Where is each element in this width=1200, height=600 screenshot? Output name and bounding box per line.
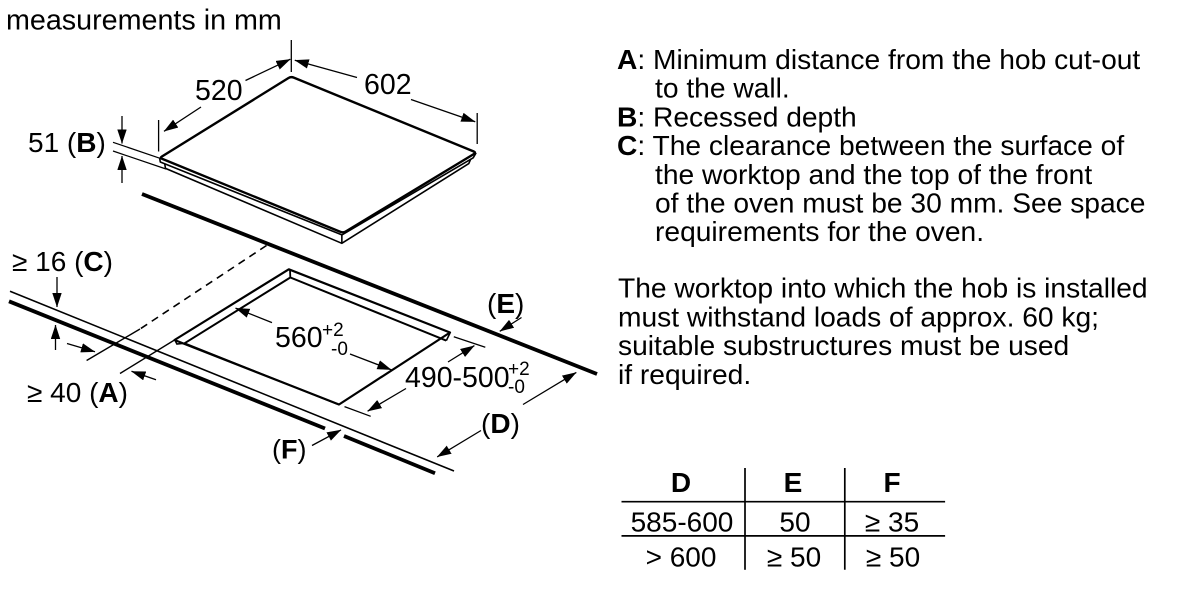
- svg-text:≥ 50: ≥ 50: [767, 542, 821, 573]
- svg-text:(F): (F): [272, 435, 307, 465]
- svg-text:the worktop and the top of the: the worktop and the top of the front: [655, 158, 1092, 190]
- svg-text:520: 520: [195, 75, 243, 107]
- svg-text:C: The clearance between the s: C: The clearance between the surface of: [617, 129, 1124, 161]
- svg-text:A: Minimum distance from the h: A: Minimum distance from the hob cut-out: [617, 43, 1140, 75]
- svg-text:D: D: [671, 467, 691, 498]
- svg-text:≥ 35: ≥ 35: [865, 507, 919, 538]
- svg-text:suitable substructures must be: suitable substructures must be used: [618, 329, 1069, 361]
- svg-text:490-500: 490-500: [405, 362, 510, 394]
- svg-text:> 600: > 600: [646, 542, 717, 573]
- svg-text:B: Recessed depth: B: Recessed depth: [617, 100, 857, 132]
- svg-text:≥ 50: ≥ 50: [866, 542, 920, 573]
- svg-text:if required.: if required.: [618, 358, 751, 390]
- svg-text:51 (B): 51 (B): [28, 127, 106, 158]
- svg-text:must withstand loads of approx: must withstand loads of approx. 60 kg;: [618, 300, 1099, 332]
- svg-text:The worktop into which the hob: The worktop into which the hob is instal…: [618, 272, 1148, 304]
- svg-text:(D): (D): [481, 408, 520, 439]
- svg-text:≥ 16 (C): ≥ 16 (C): [12, 246, 113, 277]
- svg-text:+2: +2: [322, 320, 344, 341]
- svg-text:50: 50: [779, 507, 810, 538]
- svg-text:of the oven must be 30 mm. See: of the oven must be 30 mm. See space: [655, 187, 1145, 219]
- svg-text:560: 560: [275, 322, 323, 354]
- svg-text:to the wall.: to the wall.: [655, 72, 790, 104]
- svg-text:(E): (E): [487, 288, 524, 319]
- svg-text:+2: +2: [508, 359, 530, 380]
- svg-text:585-600: 585-600: [631, 507, 734, 538]
- svg-text:F: F: [883, 467, 900, 498]
- svg-text:E: E: [784, 467, 803, 498]
- svg-text:-0: -0: [508, 377, 525, 398]
- svg-text:602: 602: [364, 69, 412, 101]
- svg-text:≥ 40 (A): ≥ 40 (A): [27, 377, 128, 408]
- svg-text:-0: -0: [331, 339, 348, 360]
- svg-text:measurements in mm: measurements in mm: [6, 5, 282, 37]
- svg-text:requirements for the oven.: requirements for the oven.: [655, 215, 984, 247]
